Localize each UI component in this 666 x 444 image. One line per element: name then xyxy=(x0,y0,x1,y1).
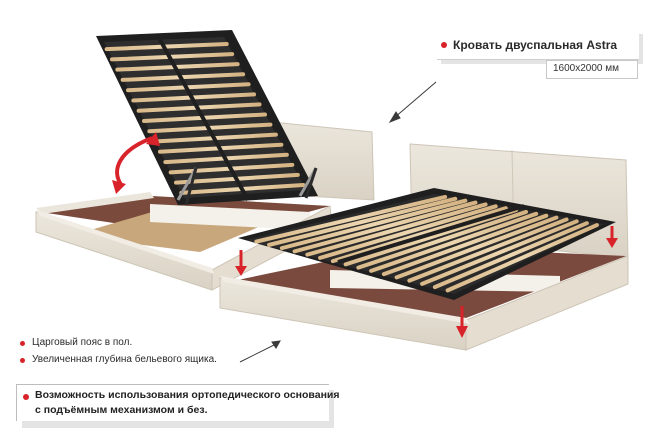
note-callout: Возможность использования ортопедическог… xyxy=(16,384,340,421)
product-title: Кровать двуспальная Astra xyxy=(453,38,618,52)
slat xyxy=(381,213,549,277)
slat xyxy=(407,217,569,283)
slat xyxy=(254,194,448,244)
slat xyxy=(115,62,240,72)
slat xyxy=(394,215,559,280)
slat xyxy=(110,52,235,62)
slat xyxy=(343,208,518,267)
slat xyxy=(279,198,468,251)
right-frame-rim xyxy=(220,276,470,324)
slat xyxy=(445,223,599,293)
right-frame-side xyxy=(465,255,629,351)
slat xyxy=(104,42,229,52)
feature-item: Царговый пояс в пол. xyxy=(32,337,133,348)
lift-arrow xyxy=(112,132,160,194)
slat xyxy=(369,211,539,273)
slat xyxy=(318,204,498,260)
feature-item: Увеличенная глубина бельевого ящика. xyxy=(32,354,217,365)
slat xyxy=(120,72,246,82)
slat xyxy=(305,202,488,257)
title-underline xyxy=(437,59,639,60)
right-bed xyxy=(219,143,629,351)
slat xyxy=(420,219,579,286)
features-list: Царговый пояс в пол. Увеличенная глубина… xyxy=(20,337,260,371)
callout-pointers xyxy=(239,81,437,363)
right-slat-base xyxy=(238,188,616,300)
left-frame-front-rim xyxy=(36,210,214,274)
title-callout: Кровать двуспальная Astra xyxy=(437,30,639,60)
note-line-1: Возможность использования ортопедическог… xyxy=(35,389,340,401)
size-callout: 1600х2000 мм xyxy=(546,60,638,79)
bullet-dot xyxy=(20,341,25,346)
slat xyxy=(330,206,508,264)
bullet-dot xyxy=(441,42,447,48)
lower-arrows xyxy=(235,226,618,338)
left-inner-divider xyxy=(150,204,310,230)
slat xyxy=(432,221,589,290)
slat xyxy=(356,209,529,270)
slat xyxy=(292,200,478,254)
slat xyxy=(267,196,458,247)
product-size: 1600х2000 мм xyxy=(553,63,620,74)
left-frame-top-rim xyxy=(36,192,154,214)
left-lifted-base xyxy=(96,30,318,206)
note-line-2: с подъёмным механизмом и без. xyxy=(35,404,208,416)
bullet-dot xyxy=(23,394,29,400)
bullet-dot xyxy=(20,358,25,363)
